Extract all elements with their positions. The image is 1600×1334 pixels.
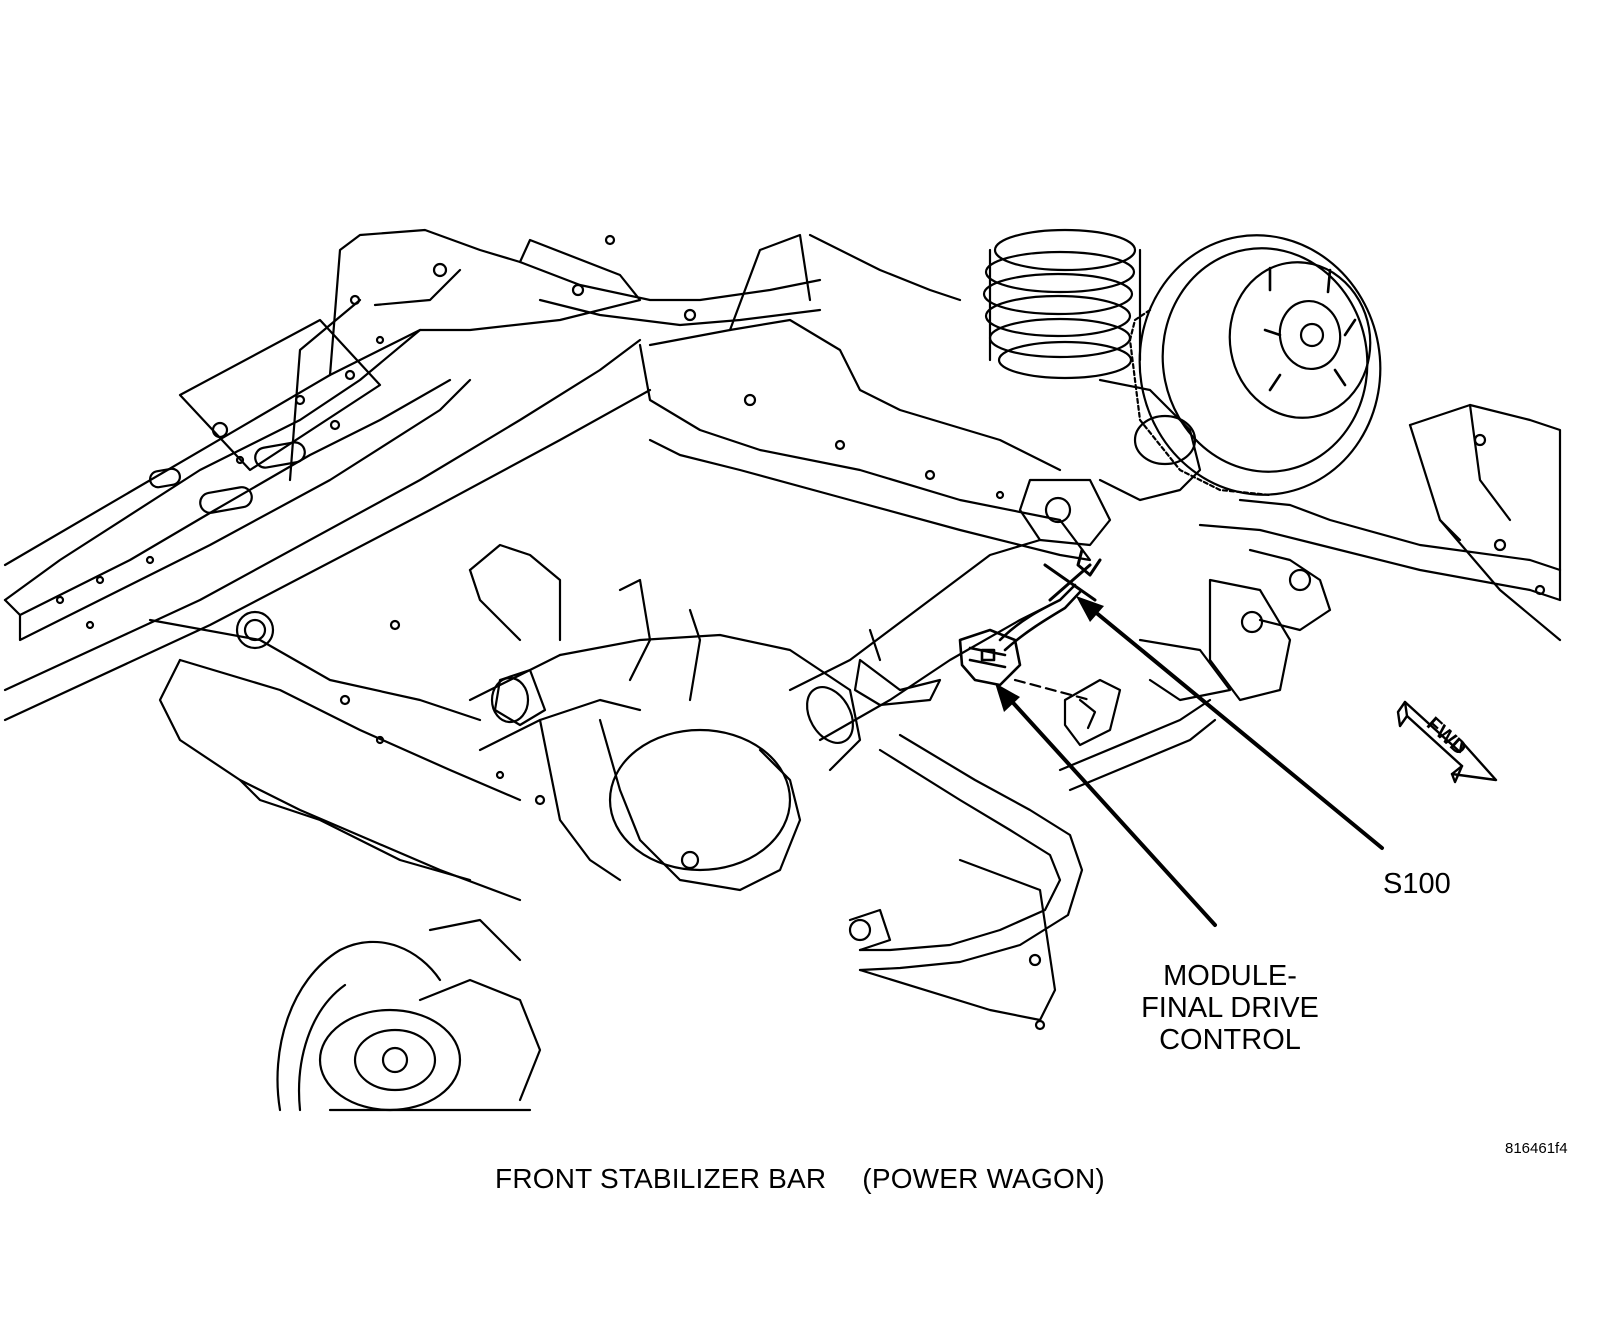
mounting-bracket — [853, 628, 1122, 747]
lower-control-arms — [148, 543, 702, 902]
caption-part: FRONT STABILIZER BAR — [495, 1163, 827, 1194]
upper-right-rotor — [1128, 234, 1382, 497]
final-drive-control-module — [958, 583, 1082, 687]
figure-id: 816461f4 — [1505, 1140, 1568, 1157]
caption-variant: (POWER WAGON) — [862, 1163, 1105, 1194]
crossmember-upper — [518, 233, 1092, 562]
module-callout-label: MODULE- FINAL DRIVE CONTROL — [1110, 960, 1350, 1056]
fwd-direction-arrow — [1396, 700, 1498, 784]
module-callout-line-3: CONTROL — [1159, 1024, 1301, 1056]
coil-spring — [982, 228, 1142, 380]
module-arrowhead — [995, 683, 1020, 712]
module-callout-line-1: MODULE- — [1163, 960, 1297, 992]
module-dashed-leader — [1013, 678, 1092, 702]
callout-arrows — [1004, 604, 1384, 927]
s100-splice-marker — [1043, 548, 1102, 602]
left-frame-rail — [3, 228, 652, 722]
lower-left-rotor — [276, 918, 542, 1112]
skid-plate — [55, 262, 448, 630]
s100-callout-label: S100 — [1383, 868, 1451, 900]
right-knuckle — [1018, 378, 1332, 702]
stabilizer-bar — [848, 698, 1217, 1031]
right-frame-rail — [1198, 403, 1562, 642]
axle-differential — [468, 538, 1062, 892]
figure-caption: FRONT STABILIZER BAR (POWER WAGON) — [0, 1163, 1600, 1195]
module-callout-line-2: FINAL DRIVE — [1141, 992, 1319, 1024]
s100-arrowhead — [1076, 596, 1104, 622]
